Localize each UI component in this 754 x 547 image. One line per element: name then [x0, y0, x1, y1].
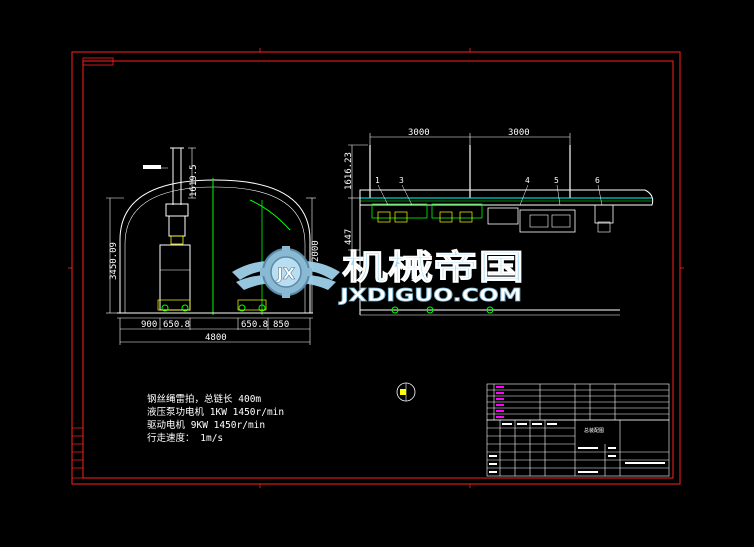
- callout-1: 1: [375, 176, 380, 185]
- left-cross-section: [117, 147, 313, 319]
- note-1-val: 400m: [238, 394, 261, 405]
- watermark-title-cn: 机械帝国: [342, 248, 524, 288]
- callout-labels: 1 3 4 5 6: [375, 176, 600, 185]
- callout-5: 5: [554, 176, 559, 185]
- dim-span-2-text: 3000: [508, 128, 530, 138]
- dim-bottom-1-text: 900: [141, 320, 157, 330]
- note-line-3: 驱动电机 9KW 1450r/min: [147, 419, 265, 431]
- watermark: JX 机械帝国 JXDIGUO.COM: [232, 246, 524, 306]
- dim-total-text: 4800: [205, 333, 227, 343]
- left-margin-strip: [71, 427, 84, 479]
- right-side-elevation: [348, 133, 654, 316]
- note-3-val: 9KW 1450r/min: [191, 420, 265, 431]
- technical-notes: 钢丝绳雷拍，总链长 400m 液压泵功电机 1KW 1450r/min 驱动电机…: [147, 393, 284, 444]
- note-line-2: 液压泵功电机 1KW 1450r/min: [147, 406, 284, 418]
- parts-list-marks: [496, 386, 504, 418]
- dim-span-1-text: 3000: [408, 128, 430, 138]
- dim-left-2-text: 447: [344, 229, 354, 245]
- dim-left-text: 3450.09: [109, 242, 119, 280]
- dim-left-1-text: 1616.23: [344, 152, 354, 190]
- note-3-cn: 驱动电机: [147, 419, 186, 431]
- projection-symbol: [396, 382, 416, 402]
- title-block-marks: [489, 423, 665, 473]
- note-2-val: 1KW 1450r/min: [210, 407, 284, 418]
- note-2-cn: 液压泵功电机: [147, 406, 205, 418]
- drawing-name-text: 总装配图: [584, 427, 604, 434]
- title-block: [486, 419, 670, 477]
- dim-bottom-2-text: 650.8: [163, 320, 190, 330]
- dim-bottom-4-text: 850: [273, 320, 289, 330]
- dim-right-text: 2000: [311, 240, 321, 262]
- callout-3: 3: [399, 176, 404, 185]
- note-line-4: 行走速度： 1m/s: [147, 432, 223, 444]
- note-1-cn: 钢丝绳雷拍，总链长: [147, 393, 233, 405]
- dim-bottom-3-text: 650.8: [241, 320, 268, 330]
- watermark-title-en: JXDIGUO.COM: [337, 285, 522, 306]
- note-4-val: 1m/s: [200, 433, 223, 444]
- callout-6: 6: [595, 176, 600, 185]
- callout-4: 4: [525, 176, 530, 185]
- note-4-cn: 行走速度：: [147, 432, 195, 444]
- right-view-dim-text: 3000 3000 1616.23 447: [344, 128, 530, 245]
- margin-tick-marks: [68, 48, 684, 488]
- watermark-gear-icon: JX: [260, 246, 312, 298]
- note-line-1: 钢丝绳雷拍，总链长 400m: [147, 393, 261, 405]
- left-view-dim-text: 1619.5 3450.09 2000 900 650.8 650.8 850 …: [109, 164, 321, 343]
- left-view-dimensions: [106, 147, 316, 345]
- watermark-logo-letters: JX: [276, 264, 296, 283]
- dim-top-text: 1619.5: [189, 164, 199, 197]
